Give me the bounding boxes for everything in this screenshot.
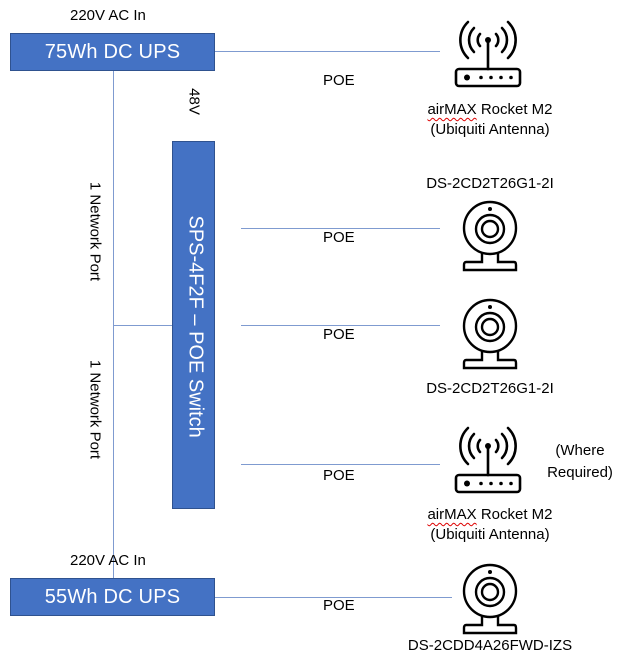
connector-backbone-to-switch xyxy=(113,325,172,326)
poe-label-1: POE xyxy=(323,72,355,89)
poe-label-4: POE xyxy=(323,467,355,484)
device-4-name-part2: Rocket M2 xyxy=(476,506,553,523)
device-3-name: DS-2CD2T26G1-2I xyxy=(426,380,554,397)
poe-switch-name: SPS-4F2F – POE Switch xyxy=(184,215,207,438)
top-ups-input-label: 220V AC In xyxy=(70,7,146,24)
webcam-icon xyxy=(462,563,518,635)
bottom-ups-box: 55Wh DC UPS xyxy=(10,578,215,616)
switch-voltage-label: 48V xyxy=(185,88,203,115)
poe-label-2: POE xyxy=(323,229,355,246)
connector-bottom-ups-to-camera-3 xyxy=(214,597,452,598)
webcam-icon xyxy=(462,298,518,370)
webcam-icon xyxy=(462,200,518,272)
connector-switch-to-antenna-2 xyxy=(241,464,440,465)
uplink-label-1: 1 Network Port xyxy=(86,181,104,282)
connector-top-ups-to-antenna xyxy=(214,51,440,52)
wifi-router-icon xyxy=(454,426,522,494)
wifi-router-icon xyxy=(454,20,522,88)
connector-switch-to-camera-1 xyxy=(241,228,440,229)
poe-label-3: POE xyxy=(323,326,355,343)
device-1-name-part1: airMAX xyxy=(427,101,477,118)
poe-switch-box: SPS-4F2F – POE Switch xyxy=(172,141,215,509)
bottom-ups-input-label: 220V AC In xyxy=(70,552,146,569)
device-4-name-part1: airMAX xyxy=(427,506,477,523)
connector-vertical-backbone xyxy=(113,70,114,578)
top-ups-box: 75Wh DC UPS xyxy=(10,33,215,71)
device-1-name-part2: Rocket M2 xyxy=(476,101,553,118)
connector-switch-to-camera-2 xyxy=(241,325,440,326)
device-4-label: airMAX Rocket M2 (Ubiquiti Antenna) xyxy=(400,505,580,545)
top-ups-name: 75Wh DC UPS xyxy=(44,40,181,63)
device-1-label: airMAX Rocket M2 (Ubiquiti Antenna) xyxy=(400,100,580,140)
bottom-ups-name: 55Wh DC UPS xyxy=(44,585,181,608)
device-4-subtitle: (Ubiquiti Antenna) xyxy=(430,526,550,543)
device-2-name: DS-2CD2T26G1-2I xyxy=(426,175,554,192)
device-4-note-line1: (Where xyxy=(555,442,605,459)
uplink-label-2: 1 Network Port xyxy=(86,359,104,460)
device-5-name: DS-2CDD4A26FWD-IZS xyxy=(407,637,573,654)
poe-label-5: POE xyxy=(323,597,355,614)
device-1-subtitle: (Ubiquiti Antenna) xyxy=(430,121,550,138)
device-4-note-line2: Required) xyxy=(547,464,613,481)
device-4-note: (Where Required) xyxy=(540,440,620,484)
